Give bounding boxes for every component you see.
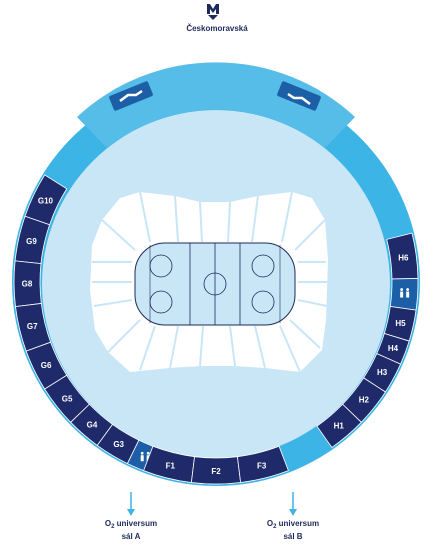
section-h1[interactable]: H1 xyxy=(316,403,362,449)
section-label: H4 xyxy=(388,344,399,353)
seating-block-dividers xyxy=(92,191,328,373)
section-label: H5 xyxy=(395,319,406,328)
section-g5[interactable]: G5 xyxy=(44,374,90,423)
section-f2[interactable]: F2 xyxy=(190,456,242,485)
section-label: F2 xyxy=(211,467,221,476)
ice-rink xyxy=(134,242,296,326)
metro-icon xyxy=(207,4,219,20)
section-g4[interactable]: G4 xyxy=(70,403,114,446)
section-g3[interactable]: G3 xyxy=(96,423,140,465)
section-label: G10 xyxy=(38,197,54,206)
entrance-label-sal-b: O2 universum sál B xyxy=(266,519,320,541)
section-g8[interactable]: G8 xyxy=(13,260,42,308)
arrow-down-icon xyxy=(289,492,297,516)
section-label: H1 xyxy=(334,422,345,431)
escalator-icon xyxy=(109,81,153,111)
section-restroom-h[interactable] xyxy=(389,278,419,311)
section-label: G8 xyxy=(22,280,33,289)
section-label: H6 xyxy=(398,253,409,262)
section-label: G3 xyxy=(113,440,124,449)
section-label: H2 xyxy=(359,396,370,405)
section-label: G4 xyxy=(87,421,98,430)
section-label: G7 xyxy=(27,322,38,331)
entrance-label-sal-a: O2 universum sál A xyxy=(104,519,158,541)
metro-station-label: Českomoravská xyxy=(186,24,248,33)
section-label: G9 xyxy=(26,237,37,246)
section-g9[interactable]: G9 xyxy=(14,215,51,265)
section-f3[interactable]: F3 xyxy=(237,445,289,483)
section-g6[interactable]: G6 xyxy=(25,341,68,390)
restroom-icon xyxy=(400,288,410,298)
section-g7[interactable]: G7 xyxy=(15,303,52,352)
section-f1[interactable]: F1 xyxy=(143,445,195,483)
section-label: G5 xyxy=(62,394,73,403)
section-label: H3 xyxy=(377,368,388,377)
arrow-down-icon xyxy=(127,492,135,516)
section-label: F1 xyxy=(166,461,176,470)
section-g10[interactable]: G10 xyxy=(24,174,68,226)
section-label: F3 xyxy=(257,461,267,470)
escalator-icon xyxy=(277,81,321,111)
section-label: G6 xyxy=(41,361,52,370)
section-h6[interactable]: H6 xyxy=(386,232,419,280)
